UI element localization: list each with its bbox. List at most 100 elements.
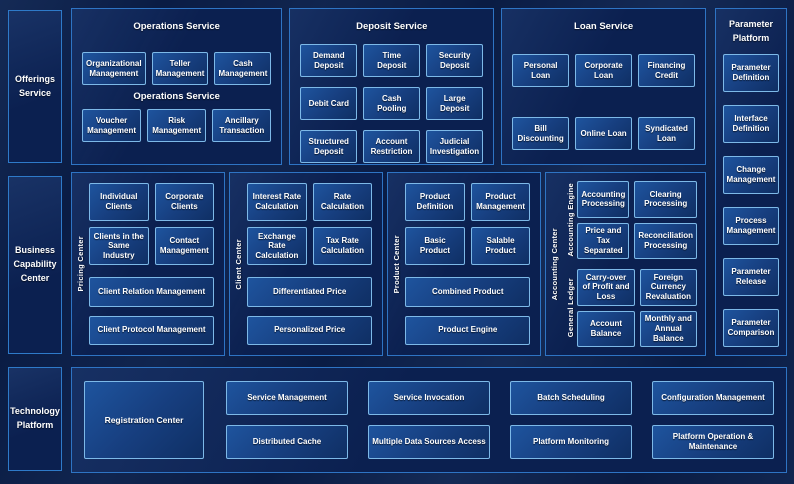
loan-row-1: Personal Loan Corporate Loan Financing C…: [512, 54, 695, 87]
product-center-panel: Product Center Product Definition Produc…: [387, 172, 542, 356]
box-interface-definition: Interface Definition: [723, 104, 779, 143]
box-personal-loan: Personal Loan: [512, 54, 570, 87]
box-client-protocol-management: Client Protocol Management: [89, 315, 215, 345]
box-account-restriction: Account Restriction: [363, 130, 420, 163]
box-product-management: Product Management: [470, 183, 531, 221]
box-service-invocation: Service Invocation: [368, 381, 490, 415]
box-differentiated-price: Differentiated Price: [247, 277, 373, 307]
box-judicial-investigation: Judicial Investigation: [425, 130, 484, 163]
accounting-engine-group: Accounting Engine Accounting Processing …: [563, 181, 698, 259]
box-parameter-definition: Parameter Definition: [723, 53, 779, 92]
accounting-engine-label-strip: Accounting Engine: [563, 181, 577, 259]
box-individual-clients: Individual Clients: [89, 183, 149, 221]
loan-service-title: Loan Service: [574, 21, 634, 32]
box-risk-management: Risk Management: [147, 109, 207, 142]
general-ledger-label-strip: General Ledger: [563, 269, 577, 347]
box-security-deposit: Security Deposit: [426, 44, 484, 77]
box-rate-calculation: Rate Calculation: [312, 183, 373, 221]
box-large-deposit: Large Deposit: [426, 87, 484, 120]
box-time-deposit: Time Deposit: [363, 44, 421, 77]
accounting-center-body: Accounting Engine Accounting Processing …: [563, 173, 705, 355]
client-center-label-strip: Client Center: [230, 173, 247, 355]
box-bill-discounting: Bill Discounting: [512, 117, 570, 150]
pricing-center-grid: Individual Clients Corporate Clients Cli…: [89, 183, 215, 265]
box-financing-credit: Financing Credit: [638, 54, 695, 87]
box-combined-product: Combined Product: [405, 277, 531, 307]
box-salable-product: Salable Product: [470, 227, 531, 265]
client-center-body: Interest Rate Calculation Rate Calculati…: [247, 173, 382, 355]
technology-platform-grid: Service Management Service Invocation Ba…: [226, 381, 774, 459]
box-demand-deposit: Demand Deposit: [300, 44, 358, 77]
operations-row-2: Voucher Management Risk Management Ancil…: [82, 109, 272, 142]
box-corporate-loan: Corporate Loan: [575, 54, 633, 87]
pricing-center-panel: Pricing Center Individual Clients Corpor…: [71, 172, 226, 356]
accounting-center-panel: Accounting Center Accounting Engine Acco…: [545, 172, 707, 356]
capability-centers-row: Pricing Center Individual Clients Corpor…: [71, 172, 707, 356]
general-ledger-grid: Carry-over of Profit and Loss Foreign Cu…: [577, 269, 698, 347]
box-reconciliation-processing: Reconciliation Processing: [634, 222, 698, 259]
client-center-grid: Interest Rate Calculation Rate Calculati…: [247, 183, 373, 265]
box-process-management: Process Management: [723, 206, 779, 245]
product-center-label-strip: Product Center: [388, 173, 405, 355]
operations-service-panel: Operations Service Organizational Manage…: [71, 8, 283, 165]
product-center-label: Product Center: [392, 234, 402, 294]
box-multiple-data-sources-access: Multiple Data Sources Access: [368, 425, 490, 459]
deposit-row-1: Demand Deposit Time Deposit Security Dep…: [300, 44, 484, 77]
box-syndicated-loan: Syndicated Loan: [638, 117, 695, 150]
box-carry-over-profit-loss: Carry-over of Profit and Loss: [577, 269, 635, 306]
pricing-center-body: Individual Clients Corporate Clients Cli…: [89, 173, 224, 355]
box-distributed-cache: Distributed Cache: [226, 425, 348, 459]
loan-row-2: Bill Discounting Online Loan Syndicated …: [512, 117, 695, 150]
product-center-body: Product Definition Product Management Ba…: [405, 173, 540, 355]
box-teller-management: Teller Management: [151, 52, 209, 85]
business-capability-center-label: Business Capability Center: [8, 176, 62, 354]
box-product-definition: Product Definition: [405, 183, 465, 221]
operations-service-title: Operations Service: [133, 21, 220, 32]
box-exchange-rate-calculation: Exchange Rate Calculation: [247, 227, 307, 265]
parameter-platform-panel: Parameter Platform Parameter Definition …: [715, 8, 787, 356]
box-client-relation-management: Client Relation Management: [89, 277, 215, 307]
box-personalized-price: Personalized Price: [247, 315, 373, 345]
technology-platform-label: Technology Platform: [8, 367, 62, 471]
box-clients-same-industry: Clients in the Same Industry: [89, 227, 149, 265]
offerings-service-label: Offerings Service: [8, 10, 62, 163]
box-account-balance: Account Balance: [577, 310, 635, 347]
box-parameter-release: Parameter Release: [723, 257, 779, 296]
box-interest-rate-calculation: Interest Rate Calculation: [247, 183, 307, 221]
product-center-grid: Product Definition Product Management Ba…: [405, 183, 531, 265]
box-tax-rate-calculation: Tax Rate Calculation: [312, 227, 373, 265]
box-contact-management: Contact Management: [154, 227, 215, 265]
loan-service-panel: Loan Service Personal Loan Corporate Loa…: [501, 8, 706, 165]
general-ledger-label: General Ledger: [565, 278, 575, 338]
box-accounting-processing: Accounting Processing: [577, 181, 630, 218]
box-structured-deposit: Structured Deposit: [300, 130, 358, 163]
pricing-center-label-strip: Pricing Center: [72, 173, 89, 355]
deposit-service-panel: Deposit Service Demand Deposit Time Depo…: [289, 8, 495, 165]
box-change-management: Change Management: [723, 155, 779, 194]
box-parameter-comparison: Parameter Comparison: [723, 308, 779, 347]
accounting-engine-label: Accounting Engine: [565, 183, 575, 257]
box-basic-product: Basic Product: [405, 227, 465, 265]
technology-platform-panel: Registration Center Service Management S…: [71, 367, 787, 473]
box-debit-card: Debit Card: [300, 87, 358, 120]
box-service-management: Service Management: [226, 381, 348, 415]
box-platform-operation-maintenance: Platform Operation & Maintenance: [652, 425, 774, 459]
box-organizational-management: Organizational Management: [82, 52, 146, 85]
accounting-center-label-strip: Accounting Center: [546, 173, 563, 355]
box-registration-center: Registration Center: [84, 381, 204, 459]
box-configuration-management: Configuration Management: [652, 381, 774, 415]
pricing-center-label: Pricing Center: [76, 236, 85, 292]
box-price-tax-separated: Price and Tax Separated: [577, 222, 630, 259]
box-corporate-clients: Corporate Clients: [154, 183, 215, 221]
box-foreign-currency-revaluation: Foreign Currency Revaluation: [639, 269, 698, 306]
client-center-label: Client Center: [234, 238, 244, 290]
box-platform-monitoring: Platform Monitoring: [510, 425, 632, 459]
top-services-row: Operations Service Organizational Manage…: [71, 8, 706, 165]
box-ancillary-transaction: Ancillary Transaction: [212, 109, 272, 142]
deposit-row-3: Structured Deposit Account Restriction J…: [300, 130, 484, 163]
accounting-engine-grid: Accounting Processing Clearing Processin…: [577, 181, 698, 259]
accounting-center-label: Accounting Center: [550, 227, 560, 301]
box-voucher-management: Voucher Management: [82, 109, 142, 142]
box-clearing-processing: Clearing Processing: [634, 181, 698, 218]
